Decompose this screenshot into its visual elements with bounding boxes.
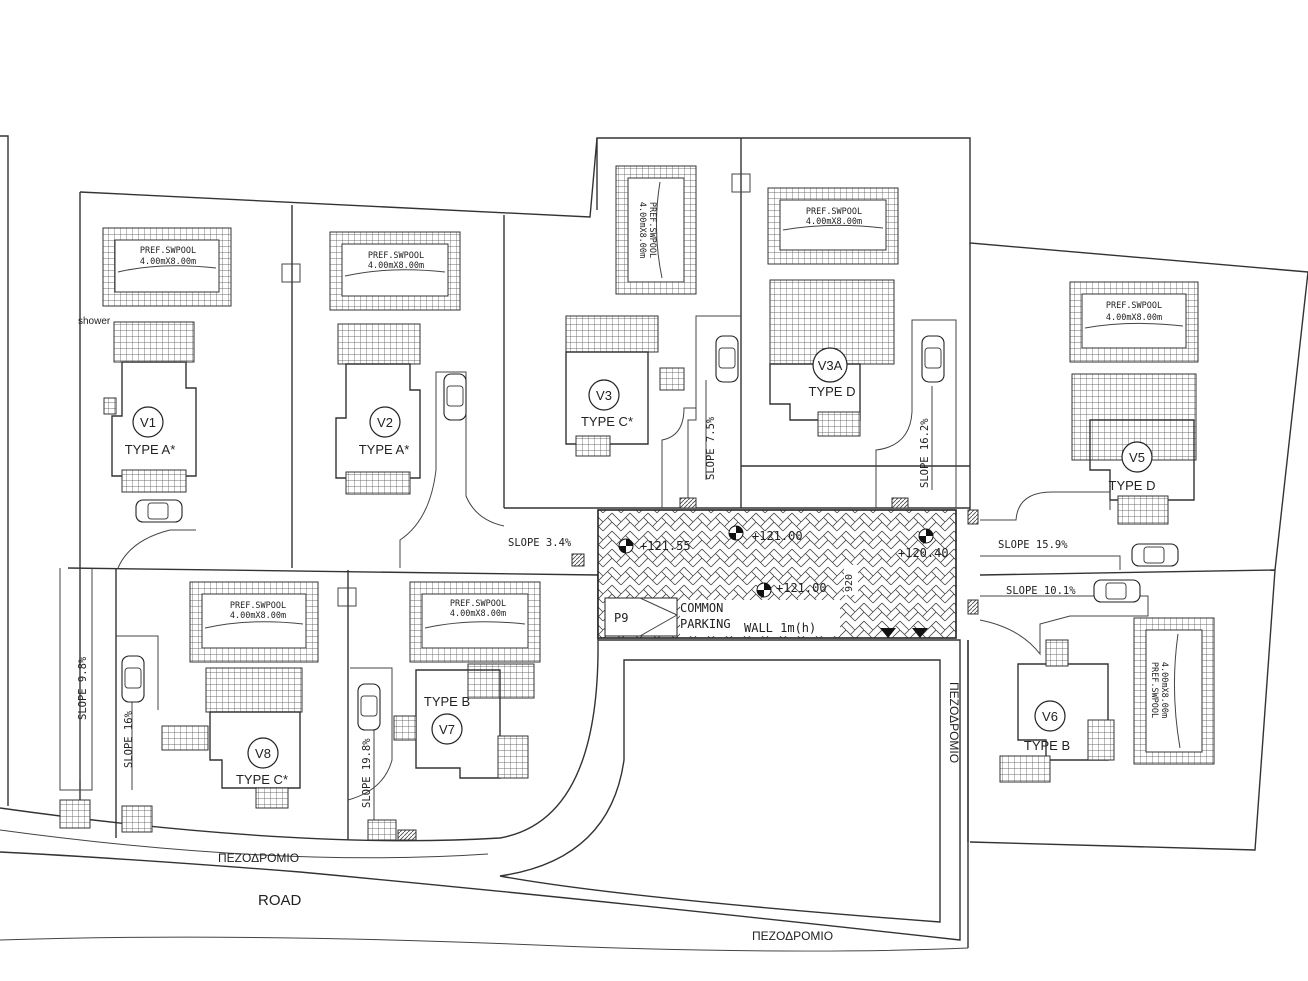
villa-id-v7: V7 [439, 722, 455, 737]
parking-labels: P9 COMMON PARKING WALL 1m(h) [614, 601, 816, 635]
parking-label: PARKING [680, 617, 731, 631]
villa-type-v1: TYPE A* [125, 442, 176, 457]
level-label: +121.00 [776, 581, 827, 595]
villa-id-v3a: V3A [818, 358, 843, 373]
level-marker [618, 525, 934, 598]
car [135, 499, 183, 523]
pool-title: PREF.SWPOOL [368, 251, 424, 261]
slope-label: SLOPE 16% [123, 710, 135, 768]
road-network [0, 639, 969, 952]
road-labels: ROAD ΠΕΖΟΔΡΟΜΙΟ ΠΕΖΟΔΡΟΜΙΟ ΠΕΖΟΔΡΟΜΙΟ sh… [78, 316, 961, 943]
slope-label: SLOPE 10.1% [1006, 585, 1076, 597]
driveways [59, 173, 1149, 841]
slope-label: SLOPE 3.4% [508, 537, 572, 549]
car [121, 655, 145, 703]
cars [121, 335, 1179, 731]
pool-size: 4.00mX8.00m [1159, 662, 1169, 718]
villa-markers [132, 347, 1153, 769]
pool-title: PREF.SWPOOL [1106, 301, 1162, 311]
villa-type-v7: TYPE B [424, 694, 470, 709]
pool-size: 4.00mX8.00m [806, 217, 862, 227]
parking-id: P9 [614, 611, 628, 625]
villa-id-v5: V5 [1129, 450, 1145, 465]
villa-id-v6: V6 [1042, 709, 1058, 724]
pool-labels: PREF.SWPOOL 4.00mX8.00m PREF.SWPOOL 4.00… [140, 202, 1169, 718]
dimension-label: 920 [844, 574, 855, 592]
level-label: +120.40 [898, 546, 949, 560]
shower-label: shower [78, 316, 111, 327]
car [1131, 543, 1179, 567]
slope-labels: SLOPE 3.4% SLOPE 15.9% SLOPE 10.1% SLOPE… [77, 416, 1076, 808]
car [1093, 579, 1141, 603]
pool-title: PREF.SWPOOL [230, 601, 286, 611]
pool-size: 4.00mX8.00m [140, 257, 196, 267]
parking-label: COMMON [680, 601, 723, 615]
level-label: +121.00 [752, 529, 803, 543]
sidewalk-label: ΠΕΖΟΔΡΟΜΙΟ [947, 682, 961, 763]
road-label: ROAD [258, 892, 302, 909]
sidewalk-label: ΠΕΖΟΔΡΟΜΙΟ [752, 929, 833, 943]
slope-label: SLOPE 15.9% [998, 539, 1068, 551]
villa-type-v6: TYPE B [1024, 738, 1070, 753]
car [357, 683, 381, 731]
site-boundaries [0, 135, 1308, 851]
villa-type-v3a: TYPE D [809, 384, 856, 399]
level-label: +121.55 [640, 539, 691, 553]
pool-title: PREF.SWPOOL [647, 202, 657, 258]
level-labels: +121.55 +121.00 +120.40 +121.00 920 [640, 529, 949, 595]
pool-size: 4.00mX8.00m [368, 261, 424, 271]
pool-size: 4.00mX8.00m [637, 202, 647, 258]
car [715, 335, 739, 383]
pool-title: PREF.SWPOOL [450, 599, 506, 609]
slope-label: SLOPE 19.8% [361, 738, 373, 808]
houses [103, 279, 1197, 809]
pool-title: PREF.SWPOOL [140, 246, 196, 256]
villa-type-v8: TYPE C* [236, 772, 288, 787]
villa-labels: V1 TYPE A* V2 TYPE A* V3 TYPE C* V3A TYP… [125, 358, 1156, 787]
pool-title: PREF.SWPOOL [806, 207, 862, 217]
pool-size: 4.00mX8.00m [1106, 313, 1162, 323]
car [443, 373, 467, 421]
villa-id-v3: V3 [596, 388, 612, 403]
villa-id-v1: V1 [140, 415, 156, 430]
villa-type-v2: TYPE A* [359, 442, 410, 457]
slope-label: SLOPE 16.2% [919, 418, 931, 488]
villa-id-v2: V2 [377, 415, 393, 430]
pool-title: PREF.SWPOOL [1149, 662, 1159, 718]
villa-type-v5: TYPE D [1109, 478, 1156, 493]
pools [102, 165, 1215, 765]
car [921, 335, 945, 383]
pool-size: 4.00mX8.00m [450, 609, 506, 619]
slope-label: SLOPE 9.8% [77, 656, 89, 720]
villa-type-v3: TYPE C* [581, 414, 633, 429]
wall-label: WALL 1m(h) [744, 621, 816, 635]
common-parking [597, 509, 957, 639]
villa-id-v8: V8 [255, 746, 271, 761]
slope-label: SLOPE 7.5% [705, 416, 717, 480]
sidewalk-label: ΠΕΖΟΔΡΟΜΙΟ [218, 851, 299, 865]
pool-size: 4.00mX8.00m [230, 611, 286, 621]
